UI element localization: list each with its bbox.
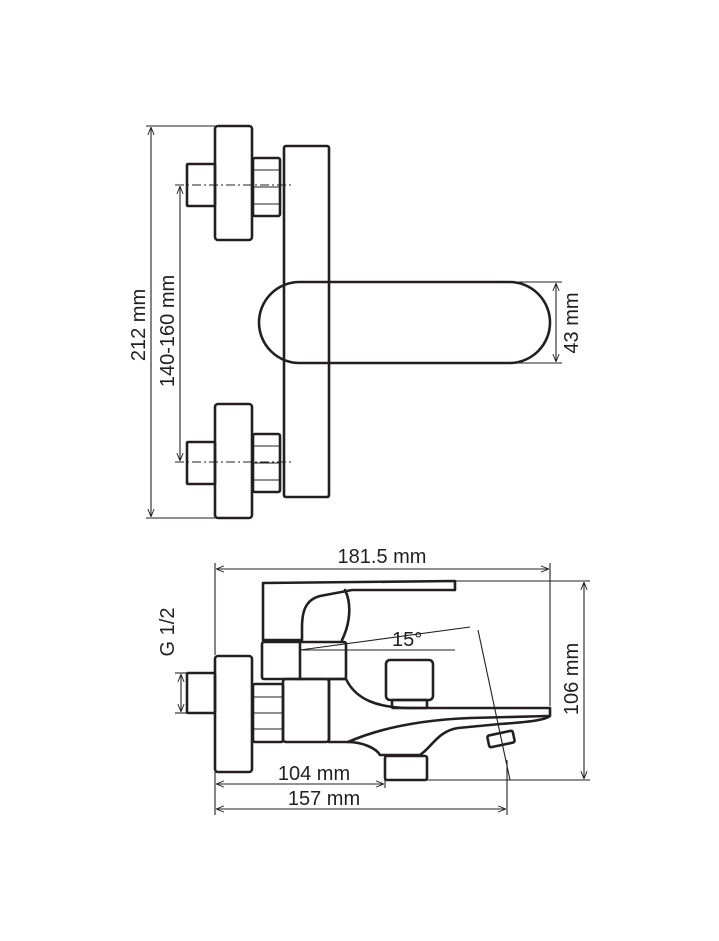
shower-outlet (383, 754, 429, 782)
dim-thread: G 1/2 (157, 608, 179, 657)
dim-spout-depth: 104 mm (278, 763, 350, 785)
bottom-flange (213, 402, 254, 520)
dim-body-height: 106 mm (561, 643, 583, 715)
spout-body (327, 677, 552, 757)
side-body-block (281, 677, 331, 744)
side-inlet-pipe (185, 671, 217, 715)
front-view: 212 mm 140-160 mm 43 mm (128, 124, 583, 520)
side-view: 15° 181.5 mm 106 mm G 1/2 104 mm 157 mm (157, 546, 590, 815)
dim-centers: 140-160 mm (157, 275, 179, 387)
dim-angle: 15° (392, 629, 422, 651)
bottom-inlet-pipe (185, 440, 217, 486)
cartridge (260, 640, 348, 681)
diverter-knob (384, 658, 435, 702)
front-body (282, 144, 331, 499)
dim-outlet-length: 157 mm (288, 788, 360, 810)
dim-total-height: 212 mm (128, 289, 150, 361)
side-lever (261, 579, 457, 642)
angle-leg (477, 629, 511, 781)
top-flange (213, 124, 254, 242)
side-flange (213, 654, 254, 774)
dim-total-length: 181.5 mm (338, 546, 427, 568)
dim-lever-height: 43 mm (561, 292, 583, 353)
angle-ref-line (299, 626, 471, 651)
front-lever (257, 280, 552, 365)
